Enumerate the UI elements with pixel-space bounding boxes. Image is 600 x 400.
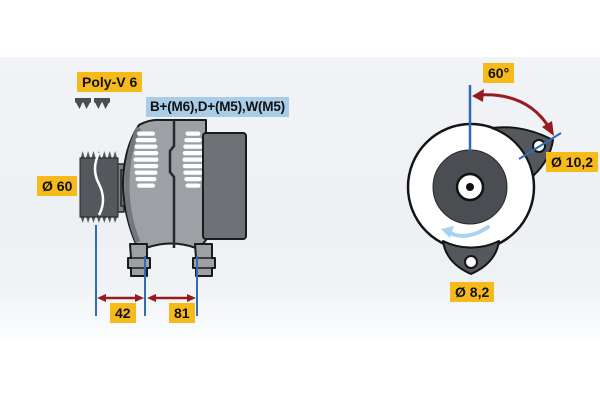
belt-type-label: Poly-V 6 — [77, 72, 143, 92]
rear-housing-block — [202, 132, 247, 240]
terminals-label: B+(M6),D+(M5),W(M5) — [146, 97, 289, 117]
bottom-mounting-hole — [464, 255, 478, 269]
rear-view — [406, 85, 562, 275]
housing-left-shading — [124, 126, 142, 243]
front-mounting-foot — [127, 243, 151, 277]
dimension-extension-lines — [95, 225, 198, 316]
vent-slots-rear — [182, 131, 204, 188]
mounting-feet — [127, 243, 216, 277]
side-view — [79, 118, 247, 316]
pulley-diameter-label: Ø 60 — [37, 176, 78, 196]
break-line — [93, 152, 105, 216]
housing-divider-line — [168, 120, 176, 248]
belt-profile-icons — [75, 98, 110, 109]
shaft-center-dot — [466, 183, 474, 191]
belt-profile-icon — [75, 98, 91, 109]
dimension-42-label: 42 — [110, 303, 136, 323]
bottom-hole-diameter-label: Ø 8,2 — [450, 282, 495, 302]
lug-axis-reference-line — [518, 132, 562, 160]
mount-angle-label: 60° — [483, 63, 515, 83]
dimension-arrow-42 — [97, 294, 144, 302]
top-hole-diameter-label: Ø 10,2 — [546, 152, 599, 172]
pulley — [79, 151, 119, 223]
belt-profile-icon — [94, 98, 110, 109]
vent-slots-front — [133, 131, 159, 188]
angle-arc-arrow — [472, 89, 554, 136]
rotation-direction-arrow-icon — [441, 225, 490, 238]
dimension-81-label: 81 — [169, 303, 195, 323]
dimension-arrow-81 — [147, 294, 196, 302]
